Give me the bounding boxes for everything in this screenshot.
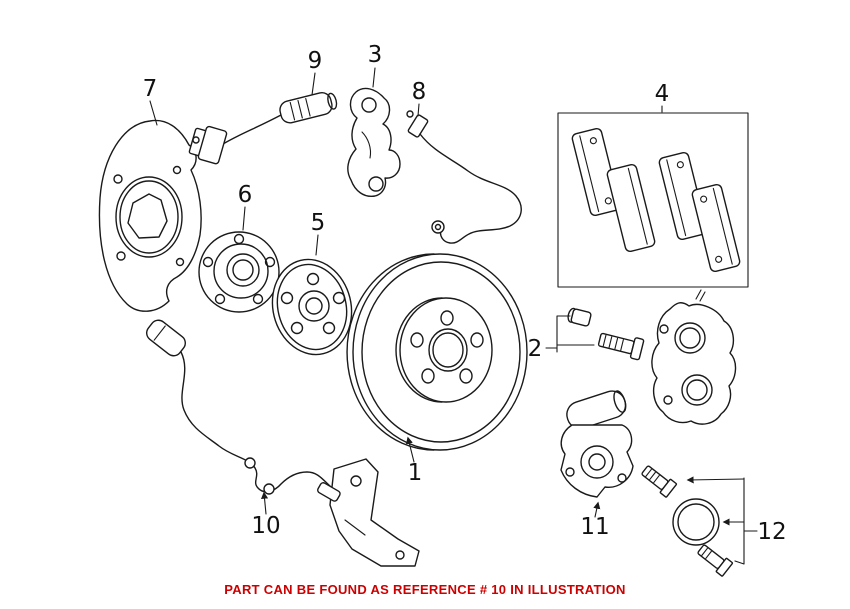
ref-label-9: 9 — [308, 48, 323, 74]
ref-label-10: 10 — [251, 513, 280, 539]
ref-labels: 7 9 3 8 4 6 5 1 2 10 11 12 — [143, 42, 787, 545]
ref-label-2: 2 — [528, 336, 543, 362]
splash-shield-drawing — [98, 119, 202, 312]
ref-label-6: 6 — [238, 182, 253, 208]
ref-label-5: 5 — [311, 210, 326, 236]
caption: PART CAN BE FOUND AS REFERENCE # 10 IN I… — [224, 582, 626, 597]
ref-label-12: 12 — [757, 519, 786, 545]
ref-label-8: 8 — [412, 79, 427, 105]
seal-kit-drawing — [641, 465, 734, 577]
ref-label-7: 7 — [143, 76, 158, 102]
abs-sensor-drawing — [145, 319, 420, 567]
brake-hose-drawing — [406, 110, 522, 244]
wear-sensor-drawing — [188, 92, 338, 165]
ref-label-3: 3 — [368, 42, 383, 68]
ref-label-4: 4 — [655, 81, 670, 107]
brake-pad-set-drawing — [557, 112, 749, 288]
brake-disc-drawing — [346, 253, 528, 451]
ref-label-11: 11 — [580, 514, 609, 540]
brake-caliper-drawing — [567, 289, 737, 425]
leader-lines — [149, 67, 758, 565]
wheel-bearing-drawing — [198, 231, 280, 313]
wheel-hub-drawing — [271, 258, 353, 356]
ref-label-1: 1 — [408, 460, 423, 486]
parking-brake-actuator-drawing — [560, 390, 634, 498]
caliper-carrier-drawing — [347, 87, 401, 198]
